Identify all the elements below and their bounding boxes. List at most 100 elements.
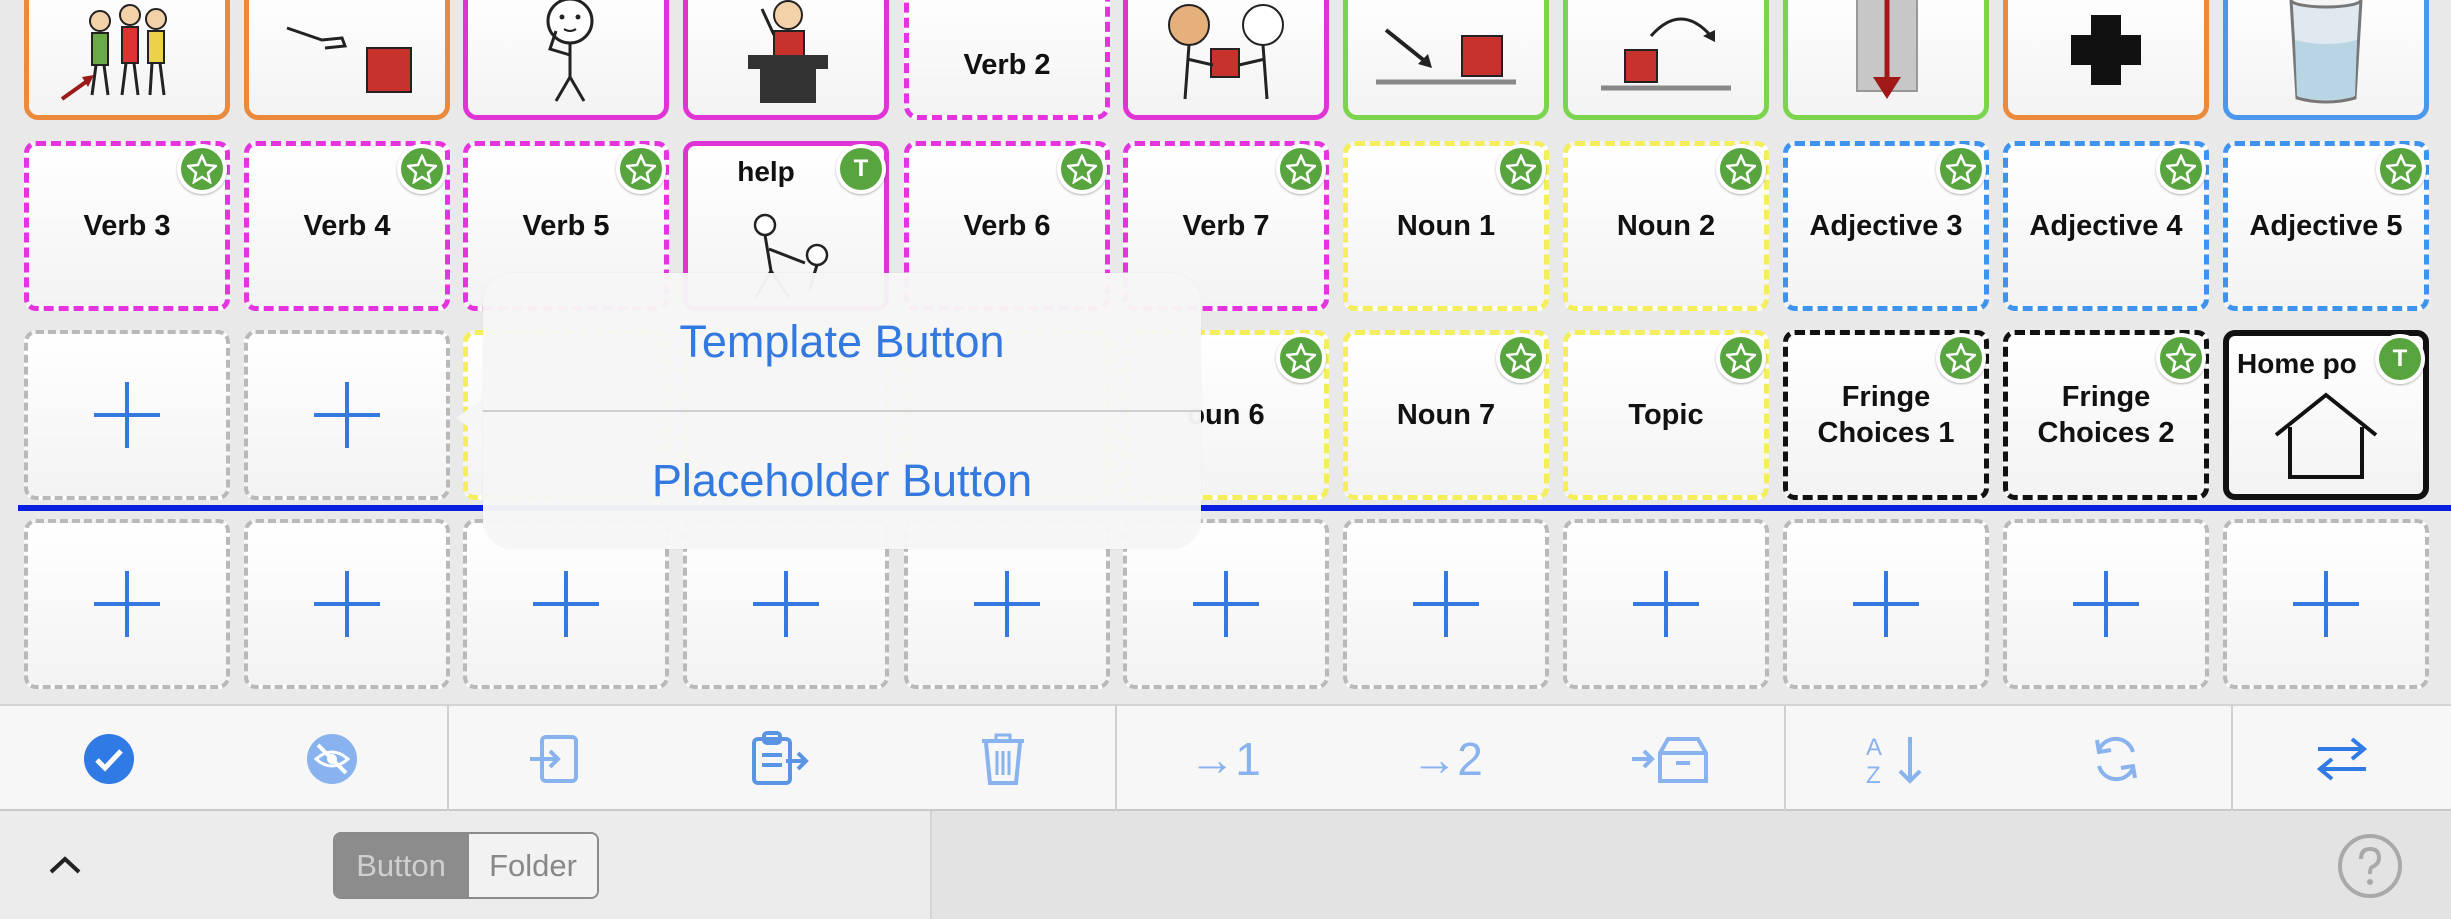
paste-button[interactable] xyxy=(720,706,840,811)
refresh-button[interactable] xyxy=(2056,706,2176,811)
folder-cell-home-page[interactable]: Home po T xyxy=(2223,330,2429,500)
button-label: Verb 2 xyxy=(963,49,1051,81)
button-label: Verb 6 xyxy=(963,210,1051,242)
button-cell-noun-7[interactable]: Noun 7 xyxy=(1343,330,1549,500)
button-cell-adjective-5[interactable]: Adjective 5 xyxy=(2223,141,2429,311)
add-button-slot[interactable] xyxy=(24,330,230,500)
button-cell-give-pictogram[interactable] xyxy=(244,0,450,120)
arrow-down-icon xyxy=(1856,0,1918,99)
plus-icon xyxy=(314,571,380,637)
add-button-slot[interactable] xyxy=(244,519,450,689)
add-button-slot[interactable] xyxy=(1343,519,1549,689)
button-cell-pick-up-pictogram[interactable] xyxy=(1563,0,1769,120)
popover-arrow xyxy=(456,396,486,440)
move-to-page-1-button[interactable]: →1 xyxy=(1165,706,1285,811)
button-cell-noun-2[interactable]: Noun 2 xyxy=(1563,141,1769,311)
star-badge-icon xyxy=(2376,144,2426,194)
button-cell-teacher-pictogram[interactable] xyxy=(683,0,889,120)
checkmark-circle-icon xyxy=(84,733,134,784)
button-cell-water-pictogram[interactable] xyxy=(2223,0,2429,120)
button-label: Adjective 4 xyxy=(2029,210,2183,242)
segment-folder[interactable]: Folder xyxy=(467,834,597,897)
star-badge-icon xyxy=(1057,144,1107,194)
folder-cell-fringe-choices-2[interactable]: Fringe Choices 2 xyxy=(2003,330,2209,500)
segment-button[interactable]: Button xyxy=(335,834,467,897)
star-badge-icon xyxy=(616,144,666,194)
select-all-button[interactable] xyxy=(49,706,169,811)
button-cell-adjective-3[interactable]: Adjective 3 xyxy=(1783,141,1989,311)
expand-button[interactable] xyxy=(40,845,90,885)
button-cell-verb-3[interactable]: Verb 3 xyxy=(24,141,230,311)
refresh-icon xyxy=(2095,736,2137,781)
button-label: Noun 2 xyxy=(1616,210,1716,242)
board-grid: Verb 2 xyxy=(18,0,2451,689)
star-badge-icon xyxy=(1496,144,1546,194)
teacher-desk-icon xyxy=(748,0,828,103)
swap-button[interactable] xyxy=(2282,706,2402,811)
import-button[interactable] xyxy=(494,706,614,811)
trash-icon xyxy=(982,733,1024,785)
toolbar-separator xyxy=(447,706,449,811)
button-label-line-2: Choices 2 xyxy=(2037,417,2175,449)
button-cell-put-down-pictogram[interactable] xyxy=(1343,0,1549,120)
thinking-person-icon xyxy=(546,0,594,102)
button-label: Noun 7 xyxy=(1396,399,1496,431)
button-cell-verb-4[interactable]: Verb 4 xyxy=(244,141,450,311)
button-label-line-1: Fringe xyxy=(1841,381,1931,413)
plus-icon xyxy=(2073,571,2139,637)
star-badge-icon xyxy=(1716,333,1766,383)
sort-az-icon: AZ xyxy=(1866,734,1922,787)
plus-icon xyxy=(2293,571,2359,637)
button-cell-verb-2[interactable]: Verb 2 xyxy=(904,0,1110,120)
badge-letter: T xyxy=(853,155,869,182)
star-badge-icon xyxy=(1936,333,1986,383)
button-cell-share-pictogram[interactable] xyxy=(1123,0,1329,120)
hand-give-icon xyxy=(286,26,412,93)
add-button-slot[interactable] xyxy=(2223,519,2429,689)
plus-icon xyxy=(314,382,380,448)
star-badge-icon xyxy=(2156,144,2206,194)
move-to-page-2-button[interactable]: →2 xyxy=(1387,706,1507,811)
import-icon xyxy=(530,734,578,783)
move-to-folder-button[interactable] xyxy=(1610,706,1730,811)
add-button-slot[interactable] xyxy=(24,519,230,689)
button-label-line-1: Fringe xyxy=(2061,381,2151,413)
bottom-bar: Button Folder xyxy=(0,811,2451,919)
swap-icon xyxy=(2316,736,2368,781)
star-badge-icon xyxy=(397,144,447,194)
question-mark-icon xyxy=(2338,834,2402,898)
star-badge-icon xyxy=(1276,333,1326,383)
help-button[interactable] xyxy=(2337,833,2403,904)
button-cell-think-pictogram[interactable] xyxy=(463,0,669,120)
delete-button[interactable] xyxy=(943,706,1063,811)
button-cell-plus-pictogram[interactable] xyxy=(2003,0,2209,120)
button-folder-segmented-control: Button Folder xyxy=(333,832,599,899)
plus-icon xyxy=(1413,571,1479,637)
button-cell-topic[interactable]: Topic xyxy=(1563,330,1769,500)
hide-button[interactable] xyxy=(272,706,392,811)
button-cell-adjective-4[interactable]: Adjective 4 xyxy=(2003,141,2209,311)
folder-cell-fringe-choices-1[interactable]: Fringe Choices 1 xyxy=(1783,330,1989,500)
svg-text:A: A xyxy=(1866,734,1882,761)
add-button-slot[interactable] xyxy=(244,330,450,500)
plus-icon xyxy=(1633,571,1699,637)
sharing-people-icon xyxy=(1168,4,1284,100)
add-button-slot[interactable] xyxy=(1563,519,1769,689)
plus-icon xyxy=(94,382,160,448)
button-cell-noun-1[interactable]: Noun 1 xyxy=(1343,141,1549,311)
plus-icon xyxy=(1193,571,1259,637)
add-button-slot[interactable] xyxy=(1783,519,1989,689)
add-button-slot[interactable] xyxy=(2003,519,2209,689)
template-button-option[interactable]: Template Button xyxy=(679,315,1005,367)
button-label: Adjective 3 xyxy=(1809,210,1963,242)
toolbar-separator xyxy=(2231,706,2233,811)
button-cell-down-pictogram[interactable] xyxy=(1783,0,1989,120)
paste-icon xyxy=(752,730,809,785)
star-badge-icon xyxy=(177,144,227,194)
button-cell-people-pictogram[interactable] xyxy=(24,0,230,120)
button-label: Topic xyxy=(1628,399,1704,431)
plus-icon xyxy=(753,571,819,637)
placeholder-button-option[interactable]: Placeholder Button xyxy=(651,454,1033,506)
